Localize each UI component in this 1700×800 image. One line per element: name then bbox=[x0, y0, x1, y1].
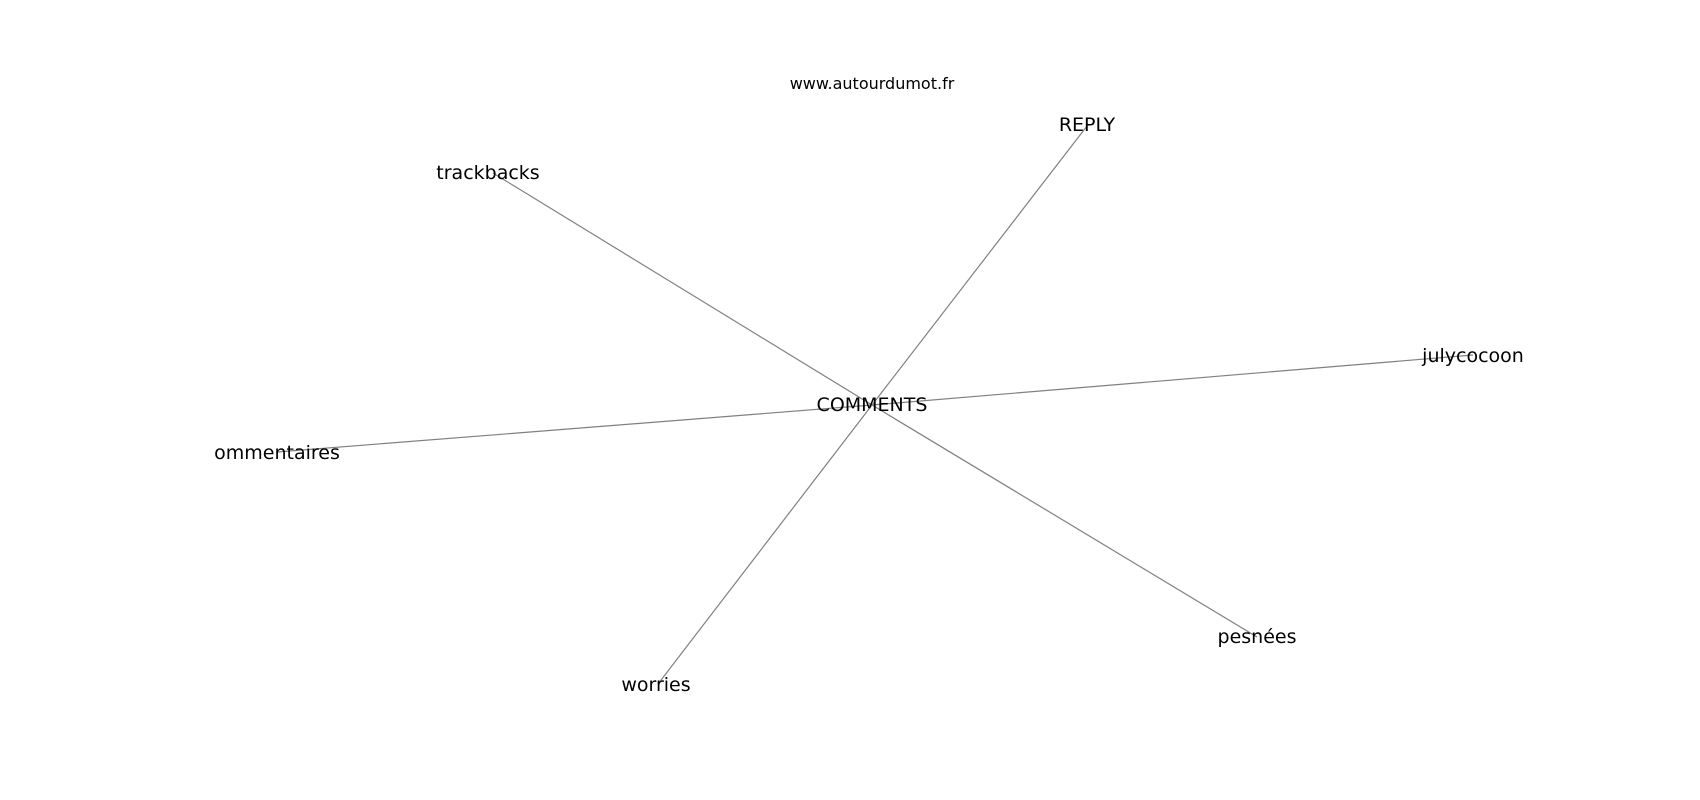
node-label-comments: COMMENTS bbox=[817, 394, 928, 416]
node-label-reply: REPLY bbox=[1059, 114, 1116, 136]
edges bbox=[276, 125, 1474, 685]
node-label-ommentaires: ommentaires bbox=[214, 442, 340, 464]
edge-comments-ommentaires bbox=[276, 404, 873, 453]
node-label-julycocoon: julycocoon bbox=[1421, 345, 1524, 367]
edge-comments-julycocoon bbox=[871, 354, 1474, 406]
source-label: www.autourdumot.fr bbox=[790, 74, 955, 93]
edge-comments-trackbacks bbox=[492, 172, 873, 406]
edge-comments-worries bbox=[657, 404, 873, 685]
node-label-pesnees: pesnées bbox=[1218, 626, 1297, 648]
edge-comments-reply bbox=[871, 125, 1088, 406]
node-label-trackbacks: trackbacks bbox=[436, 162, 539, 184]
node-labels: COMMENTS REPLY trackbacks julycocoon omm… bbox=[214, 114, 1524, 696]
node-label-worries: worries bbox=[621, 674, 690, 696]
edge-comments-pesnees bbox=[871, 404, 1258, 638]
